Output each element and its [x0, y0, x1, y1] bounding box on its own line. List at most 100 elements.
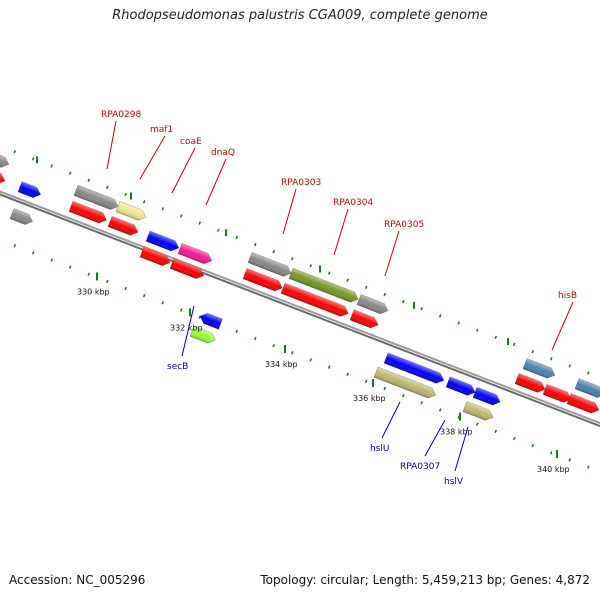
guide-dot — [161, 301, 165, 305]
accession-text: Accession: NC_005296 — [9, 573, 146, 587]
kbp-ticks: 330 kbp 332 kbp 334 kbp 336 kbp 338 kbp 340 k… — [77, 272, 570, 474]
guide-dot — [179, 214, 183, 218]
leader-line — [139, 135, 166, 180]
gene-arrow — [514, 373, 546, 393]
guide-dot — [420, 307, 424, 311]
gene-arrow — [242, 268, 283, 292]
leader-line — [454, 426, 469, 472]
guide-dot — [512, 342, 516, 347]
guide-dot — [31, 251, 35, 255]
backbone-line — [0, 193, 600, 428]
gene-label-top: RPA0304 — [333, 198, 373, 208]
guide-dot — [87, 178, 91, 182]
guide-dot — [568, 458, 572, 462]
gene-label-top: RPA0298 — [101, 110, 141, 120]
guide-dot — [13, 244, 17, 248]
gene-arrow — [542, 383, 572, 403]
guide-dot — [475, 328, 479, 332]
guide-dot — [327, 271, 331, 275]
gene-arrow — [349, 309, 379, 329]
guide-dot — [68, 171, 72, 175]
gene-label-top: coaE — [180, 137, 202, 147]
guide-dot — [50, 164, 54, 168]
kbp-tick-label: 338 kbp — [440, 428, 473, 437]
gene-arrow — [462, 400, 494, 421]
gene-arrow — [472, 386, 501, 406]
guide-dot — [346, 372, 350, 376]
guide-dot — [309, 264, 313, 268]
gene-arrow — [145, 230, 180, 252]
kbp-tick-label: 334 kbp — [265, 360, 298, 369]
guide-dot — [87, 272, 91, 276]
genome-backbone — [0, 190, 600, 428]
leader-line — [551, 301, 574, 351]
guide-dot — [124, 192, 128, 197]
gene-arrow — [383, 352, 445, 384]
guide-dot — [549, 357, 553, 361]
gene-label-top: RPA0305 — [384, 220, 424, 230]
leader-line — [384, 230, 400, 277]
kbp-tick-label: 332 kbp — [170, 323, 203, 332]
kbp-tick-label: 330 kbp — [77, 287, 110, 296]
guide-dot — [401, 393, 405, 398]
guide-dot — [253, 336, 257, 341]
guide-dot — [309, 358, 313, 362]
gene-arrow — [566, 393, 600, 414]
guide-dot — [531, 443, 535, 448]
guide-dot — [50, 258, 54, 262]
guide-dot — [586, 371, 590, 375]
kbp-tick-label: 336 kbp — [353, 394, 386, 403]
guide-dot — [235, 329, 239, 334]
guide-dot — [142, 199, 146, 204]
leader-line — [333, 208, 349, 256]
guide-dot — [253, 242, 257, 247]
leader-line — [181, 305, 195, 357]
guide-dot — [494, 335, 498, 340]
guide-dot — [290, 351, 294, 355]
guide-dot — [457, 321, 461, 325]
guide-dot — [494, 429, 498, 434]
leader-line — [381, 401, 401, 439]
gene-label-bottom: RPA0307 — [400, 462, 440, 472]
guide-dot — [364, 379, 368, 384]
guide-dot — [179, 308, 183, 312]
guide-dot — [272, 249, 276, 254]
guide-dot — [512, 436, 516, 441]
guide-dot — [383, 292, 387, 297]
gene-arrow — [288, 267, 359, 303]
gene-labels: RPA0298maf1coaEdnaQRPA0303RPA0304RPA0305… — [101, 110, 577, 487]
guide-dot — [586, 465, 590, 469]
leader-line — [282, 188, 297, 235]
gene-features — [0, 152, 600, 421]
gene-arrow — [373, 366, 437, 399]
gene-arrow — [280, 282, 349, 317]
gene-arrow — [115, 201, 147, 221]
gene-arrow — [522, 358, 556, 379]
tick-dots — [13, 150, 590, 469]
guide-dot — [105, 185, 109, 190]
gene-label-bottom: hslU — [370, 444, 389, 454]
gene-arrow — [68, 200, 107, 224]
gene-label-bottom: hslV — [444, 477, 464, 487]
leader-line — [424, 419, 446, 457]
guide-dot — [420, 401, 424, 405]
guide-dot — [13, 150, 17, 154]
gene-arrow — [169, 257, 205, 279]
leader-line — [205, 158, 227, 206]
guide-dot — [142, 293, 146, 298]
guide-dot — [105, 279, 109, 284]
guide-dot — [327, 365, 331, 369]
guide-dot — [438, 314, 442, 318]
gene-arrow — [0, 152, 10, 168]
guide-dot — [124, 286, 128, 291]
genome-summary-text: Topology: circular; Length: 5,459,213 bp… — [260, 573, 590, 587]
guide-dot — [235, 235, 239, 240]
guide-dot — [31, 157, 35, 161]
guide-dot — [198, 221, 202, 225]
guide-dot — [364, 285, 368, 290]
gene-label-bottom: secB — [167, 362, 188, 372]
kbp-tick-label: 340 kbp — [537, 465, 570, 474]
gene-arrow — [0, 169, 6, 185]
guide-dot — [346, 278, 350, 282]
